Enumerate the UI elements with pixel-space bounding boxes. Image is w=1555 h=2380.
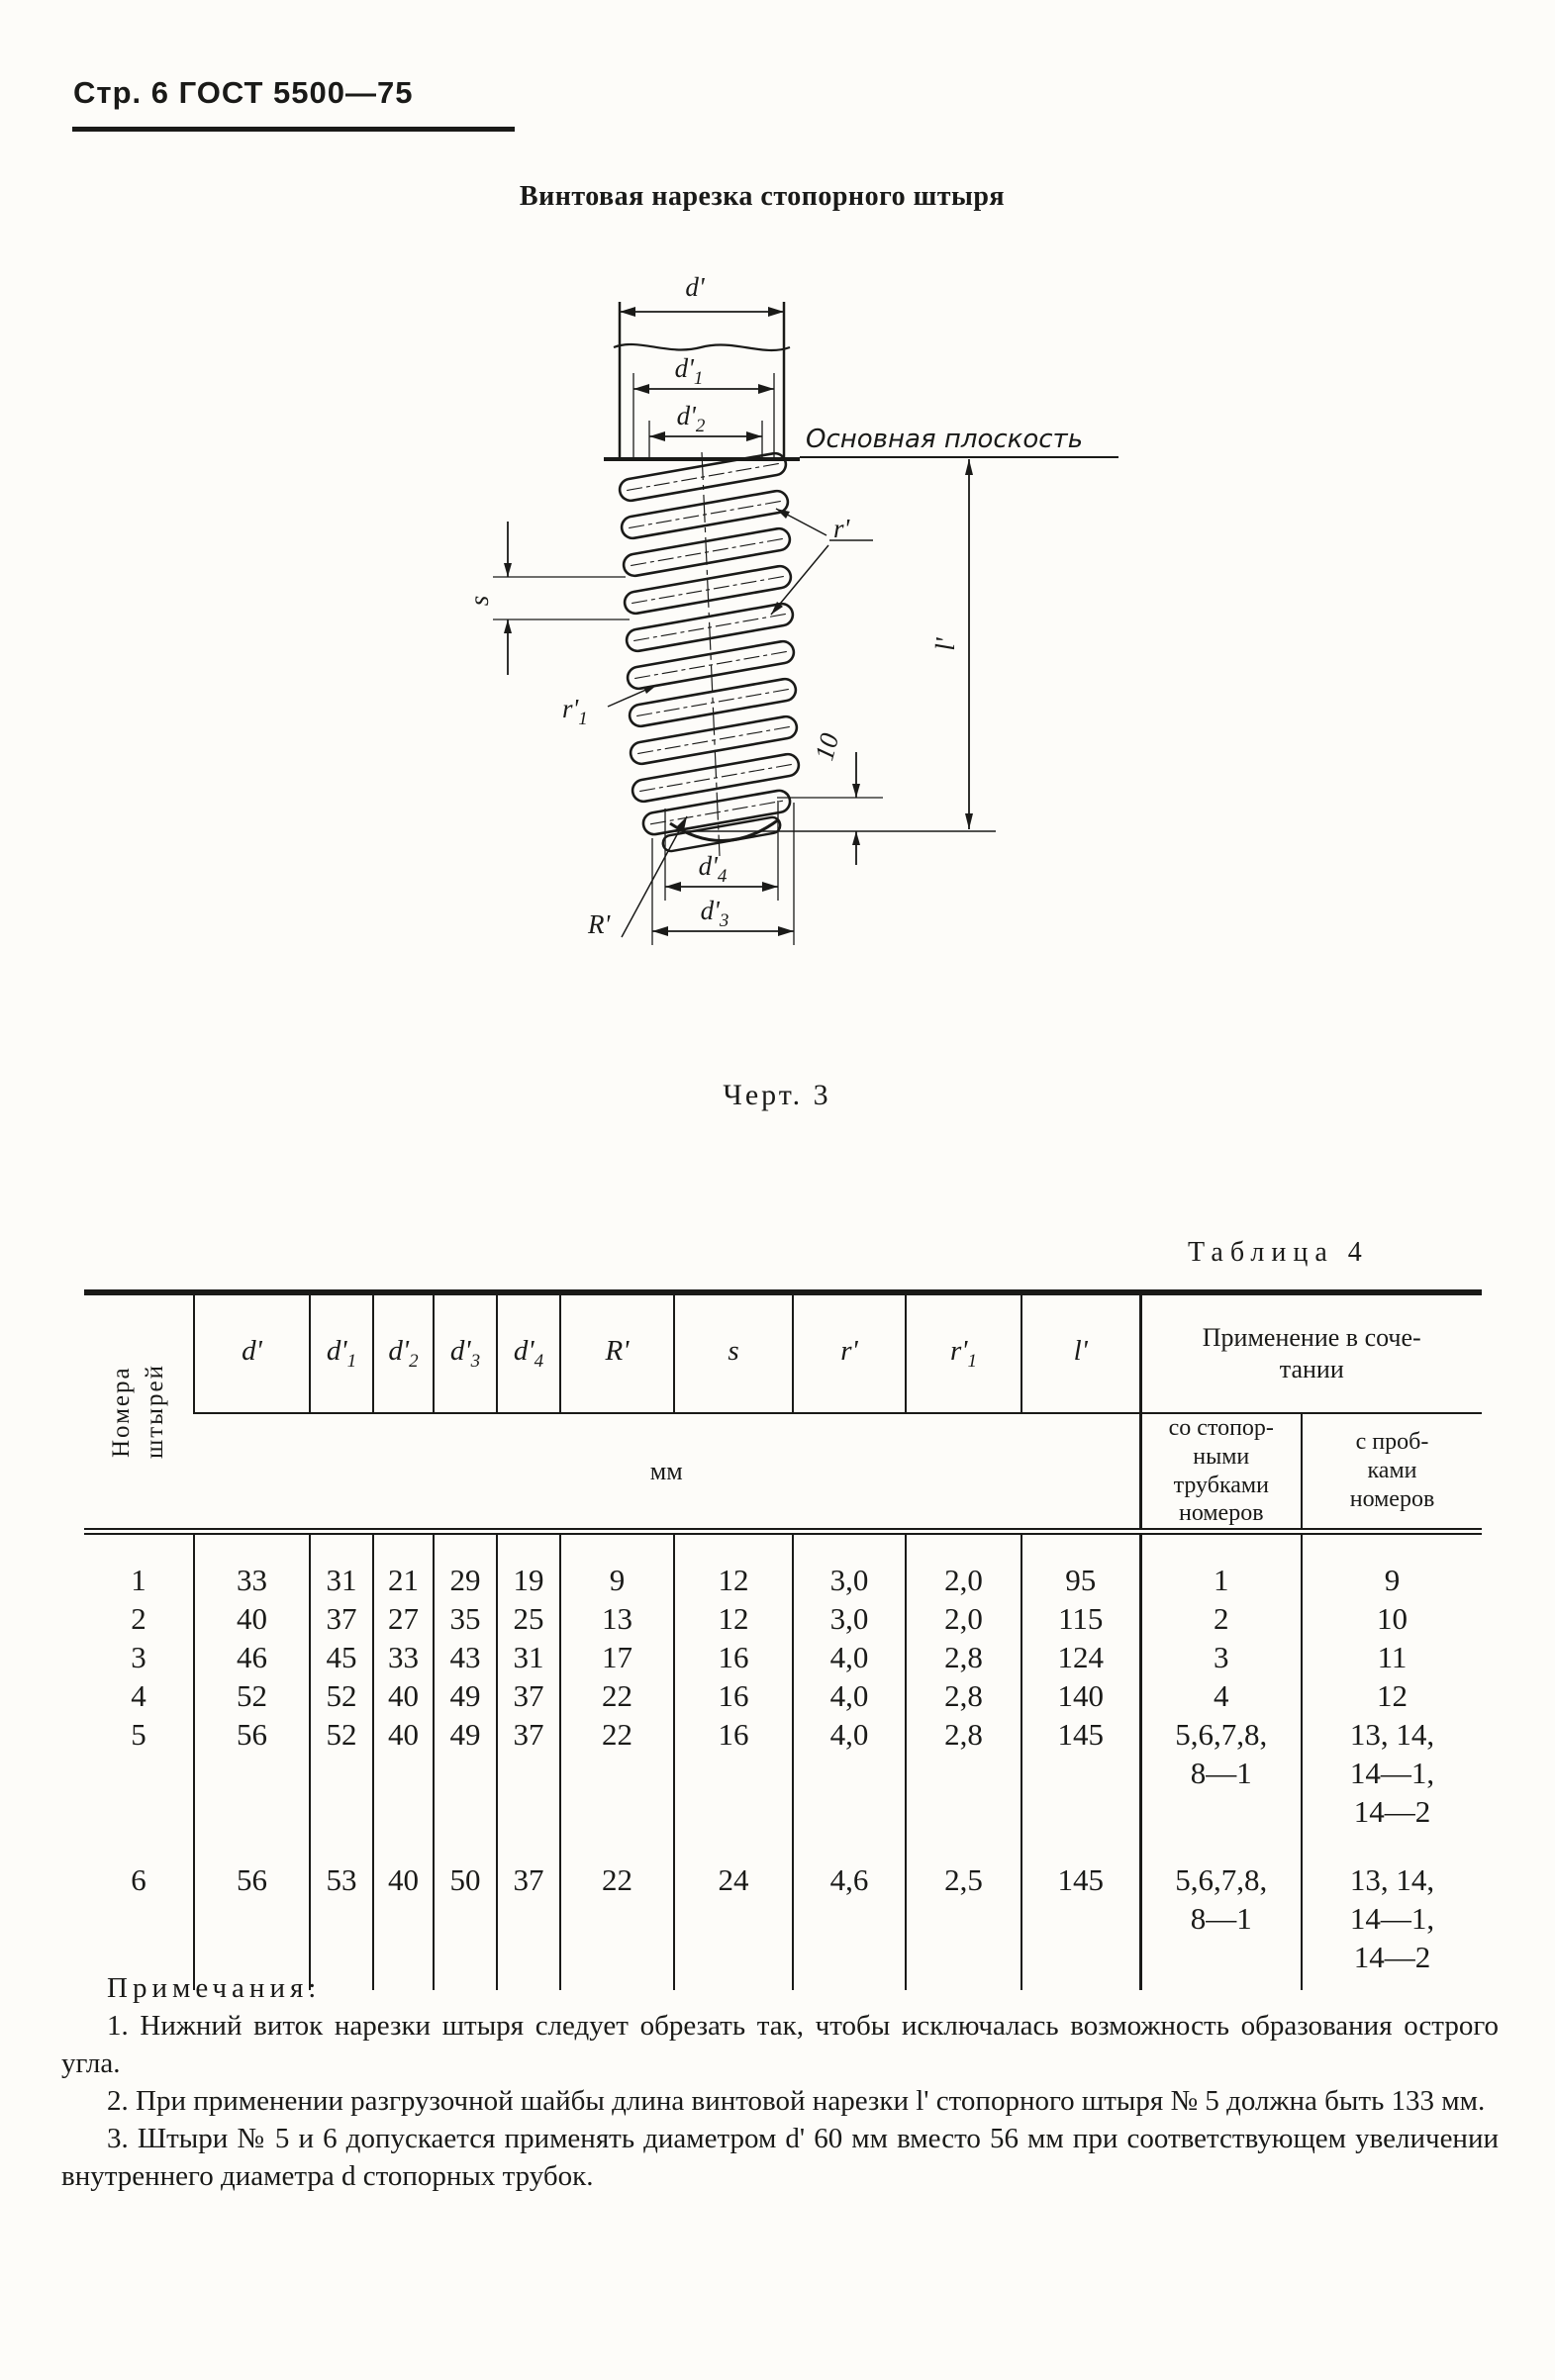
dim-l: l' [930,459,973,829]
thread [618,451,801,857]
col-header-r: r' [792,1292,906,1414]
drawing-svg: Основная плоскость d' d'1 d'2 [464,272,1118,945]
label-r: r' [833,514,851,543]
label-d2: d'2 [677,401,706,436]
figure-caption: Черт. 3 [723,1079,831,1111]
table-caption: Таблица 4 [1188,1237,1369,1268]
dim-d1: d'1 [632,353,775,457]
label-R: R' [587,909,611,939]
label-d1: d'1 [675,353,704,389]
col-header-r1: r'1 [905,1292,1021,1414]
table4-container: Номера штырей d' d'1 d'2 d'3 d'4 R' s r'… [84,1289,1482,1991]
dim-d2: d'2 [648,401,763,457]
units-row: мм [194,1413,1140,1536]
label-r1: r'1 [562,694,588,729]
dim-d3: d'3 [651,803,795,945]
leader-R: R' [587,815,688,939]
label-d: d' [685,272,706,302]
base-plane: Основная плоскость [800,425,1118,458]
leader-r: r' [770,508,873,616]
tip-radius-arc [669,817,780,842]
label-10: 10 [809,729,844,763]
col-header-d4: d'4 [496,1292,560,1414]
screw-head [604,302,800,461]
note-item-3: 3. Штыри № 5 и 6 допускается применять д… [61,2123,1499,2192]
col-header-d3: d'3 [433,1292,497,1414]
break-line [613,342,791,352]
note-item-1: 1. Нижний виток нарезки штыря следует об… [61,2010,1499,2079]
notes-section: Примечания: 1. Нижний виток нарезки штыр… [61,1969,1499,2195]
col-header-application: Применение в соче- тании [1138,1292,1482,1414]
note-item-2: 2. При применении разгрузочной шайбы дли… [107,2085,1486,2117]
col-header-locking-tubes: со стопор- ными трубками номеров [1138,1413,1302,1536]
dim-s: s [464,522,630,675]
table4: Номера штырей d' d'1 d'2 d'3 d'4 R' s r'… [84,1289,1482,1991]
label-l: l' [930,636,960,651]
screw-drawing: Основная плоскость d' d'1 d'2 [327,252,1138,1094]
dim-d: d' [620,272,784,317]
page-header: Стр. 6 ГОСТ 5500—75 [73,75,414,110]
notes-heading: Примечания: [107,1972,322,2004]
col-header-d: d' [193,1292,310,1414]
col-header-plugs: с проб- ками номеров [1301,1413,1482,1536]
leader-r1: r'1 [562,684,658,729]
figure-title: Винтовая нарезка стопорного штыря [519,181,1006,212]
label-d4: d'4 [699,851,728,887]
dim-10: 10 [777,729,883,865]
col-header-s: s [673,1292,793,1414]
label-s: s [464,596,494,607]
col-header-d2: d'2 [372,1292,434,1414]
base-plane-label: Основная плоскость [806,425,1083,454]
label-d3: d'3 [701,896,729,931]
dim-d4: d'4 [664,801,779,901]
col-header-pin-numbers: Номера штырей [84,1292,194,1536]
col-header-l: l' [1020,1292,1140,1414]
col-header-d1: d'1 [309,1292,373,1414]
header-rule [72,127,515,132]
axis-centerline [701,451,721,857]
col-header-R: R' [559,1292,674,1414]
